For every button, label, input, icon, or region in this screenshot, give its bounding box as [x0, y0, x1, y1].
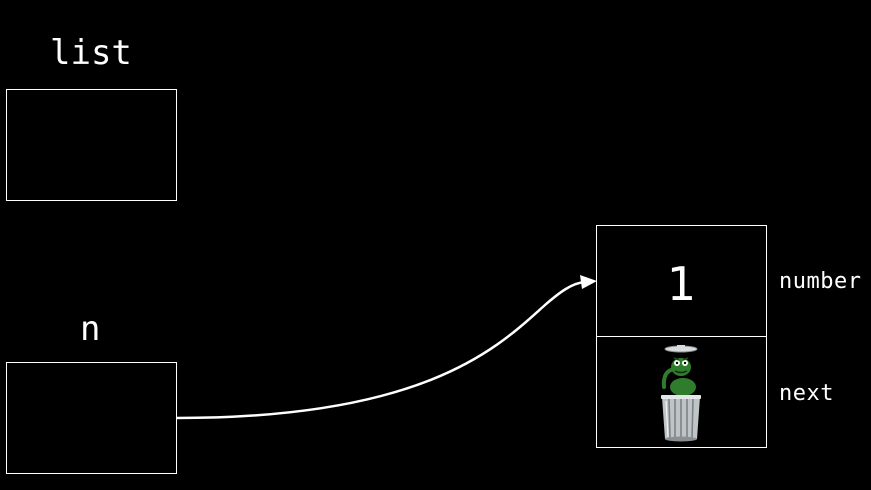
number-field-label: number [779, 269, 862, 294]
list-variable-label: list [50, 33, 132, 73]
n-pointer-box [6, 362, 177, 474]
oscar-trash-can-icon [661, 345, 701, 442]
pointer-arrowhead [580, 275, 597, 289]
node-number-value: 1 [666, 257, 697, 311]
n-variable-label: n [80, 309, 101, 349]
list-pointer-box [6, 89, 177, 201]
pointer-arrow-line [176, 280, 586, 420]
node-divider [597, 336, 766, 337]
node-box: 1 [596, 225, 767, 448]
next-field-label: next [779, 381, 834, 406]
